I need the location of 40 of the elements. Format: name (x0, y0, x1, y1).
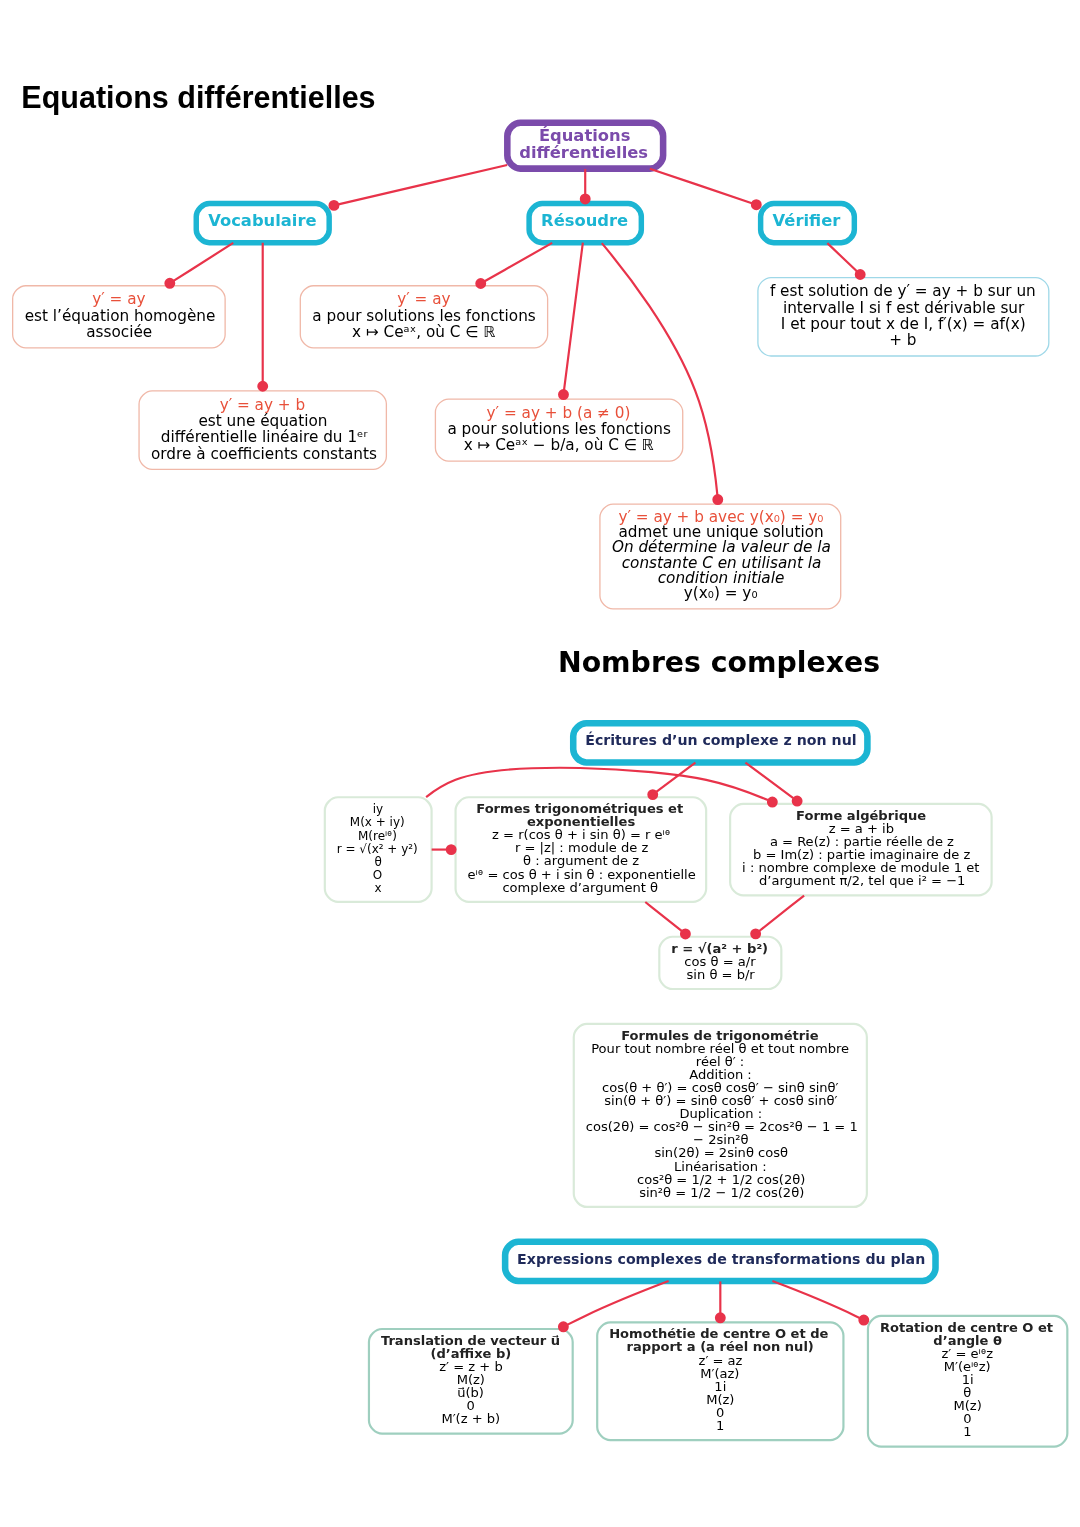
connector (164, 242, 234, 289)
label: Nombres complexes (557, 645, 880, 679)
connector (431, 844, 457, 855)
node-box: Écritures d’un complexe z non nul (569, 719, 871, 766)
connector (714, 1281, 726, 1324)
connector (425, 766, 778, 808)
node-box: Translation de vecteur u⃗ (d’affixe b) z′ = z + b M(z) u⃗(b) 0 M′(z + b) (367, 1327, 574, 1435)
node-box: Équations différentielles (504, 119, 667, 172)
node-box: Homothétie de centre O et de rapport a (a réel non nul) z′ = az M′(az) 1i M(z) 0 1 (596, 1321, 845, 1442)
node-box: Formules de trigonométrie Pour tout nombre réel θ et tout nombre réel θ′ : Addition : cos(θ + θ′) = cosθ cosθ′ − sinθ sinθ′ sin(θ + θ′) = sinθ cosθ′ + cosθ sinθ′ Duplication : cos(2θ) = cos²θ − sin²θ = 2cos²θ − 1 = 1 − 2sin²θ sin(2θ) = 2sinθ cosθ Linéarisation : cos²θ = 1/2 + 1/2 cos(2θ) sin²θ = 1/2 − 1/2 cos(2θ) (572, 1022, 868, 1209)
connector (579, 168, 591, 205)
diagram-title: Equations différentielles (21, 80, 376, 115)
connector (600, 242, 724, 505)
connector (744, 761, 803, 807)
node-box: Expressions complexes de transformations du plan (501, 1238, 939, 1285)
connector (649, 167, 762, 211)
connector (475, 241, 553, 289)
connector (328, 163, 508, 211)
node-box: r = √(a² + b²) cos θ = a/r sin θ = b/r (658, 935, 783, 991)
connector (826, 242, 866, 280)
connector (558, 242, 584, 400)
connector (647, 761, 697, 800)
node-box: Résoudre (526, 200, 645, 246)
connector (772, 1280, 870, 1326)
connector (644, 901, 691, 940)
node-box: Forme algébrique z = a + ib a = Re(z) : partie réelle de z b = Im(z) : partie imaginaire de z i : nombre complexe de module 1 et d’argument π/2, tel que i² = −1 (729, 802, 993, 897)
node-box: y′ = ay a pour solutions les fonctions x ↦ Ceᵃˣ, où C ∈ ℝ (299, 285, 549, 349)
node-box: f est solution de y′ = ay + b sur un intervalle I si f est dérivable sur I et pour tout x de I, f′(x) = af(x) + b (757, 276, 1050, 357)
node-box: Vocabulaire (193, 200, 332, 246)
node-box: Rotation de centre O et d’angle θ z′ = eⁱᶿz M′(eⁱᶿz) 1i θ M(z) 0 1 (866, 1314, 1069, 1448)
node-box: iy M(x + iy) M(reⁱᶿ) r = √(x² + y²) θ O x (323, 796, 433, 903)
node-box: y′ = ay + b est une équation différentielle linéaire du 1ᵉʳ ordre à coefficients constants (138, 390, 388, 470)
connector (750, 894, 805, 940)
node-box: Formes trigonométriques et exponentielles z = r(cos θ + i sin θ) = r eⁱᶿ r = |z| : module de z θ : argument de z eⁱᶿ = cos θ + i sin θ : exponentielle complexe d’argument θ (454, 796, 708, 903)
node-box: y′ = ay est l’équation homogène associée (12, 285, 226, 349)
node-box: y′ = ay + b avec y(x₀) = y₀ admet une unique solution On détermine la valeur de la constante C en utilisant la condition initiale y(x₀) = y₀ (599, 503, 842, 610)
node-box: y′ = ay + b (a ≠ 0) a pour solutions les fonctions x ↦ Ceᵃˣ − b/a, où C ∈ ℝ (434, 398, 684, 462)
node-box: Vérifier (757, 200, 858, 246)
connector (557, 1280, 669, 1333)
connector (257, 242, 269, 392)
